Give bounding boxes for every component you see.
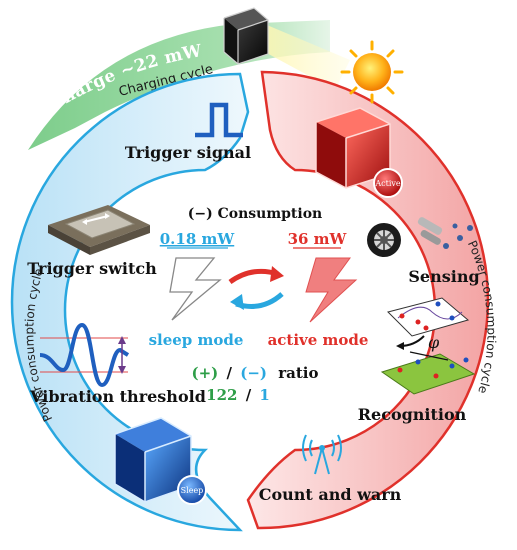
trigger-switch-label: Trigger switch — [27, 259, 157, 278]
active-mode-label: active mode — [268, 331, 369, 349]
trigger-switch-icon — [48, 205, 150, 255]
sleep-lightning-icon — [169, 257, 222, 321]
active-badge — [373, 168, 403, 198]
ratio-line: (+) / (−) ratio — [192, 364, 319, 382]
sensing-label: Sensing — [408, 267, 479, 286]
vibration-threshold-label: Vibration threshold — [29, 387, 206, 406]
sleep-power-value: 0.18 mW — [160, 230, 236, 248]
trigger-signal-icon — [195, 102, 243, 138]
sensor-parts-icon — [417, 217, 473, 249]
antenna-icon — [302, 434, 342, 475]
vibration-wave-icon — [39, 322, 130, 388]
right-cycle-region — [246, 70, 490, 530]
sleep-mode-label: sleep mode — [149, 331, 244, 349]
recognition-label: Recognition — [358, 405, 467, 424]
consumption-title: (−) Consumption — [188, 206, 322, 222]
active-badge-text: Active — [374, 179, 401, 188]
ratio-value-line: 122 / 1 — [206, 386, 270, 404]
black-cube-icon — [223, 7, 269, 65]
sleep-badge-text: Sleep — [181, 486, 204, 495]
sun-icon — [340, 40, 404, 104]
exchange-arrows-icon — [228, 266, 284, 310]
sun-beam — [250, 20, 350, 90]
sleep-badge — [177, 475, 207, 505]
active-lightning-icon — [305, 257, 358, 323]
phi-symbol: φ — [428, 333, 440, 352]
recognition-icon — [380, 297, 476, 395]
active-power-value: 36 mW — [288, 230, 348, 248]
wheel-icon — [367, 223, 401, 257]
count-and-warn-label: Count and warn — [259, 485, 402, 504]
left-cycle-region — [10, 72, 250, 532]
trigger-signal-label: Trigger signal — [125, 143, 251, 162]
sleep-cube-icon — [114, 417, 192, 503]
